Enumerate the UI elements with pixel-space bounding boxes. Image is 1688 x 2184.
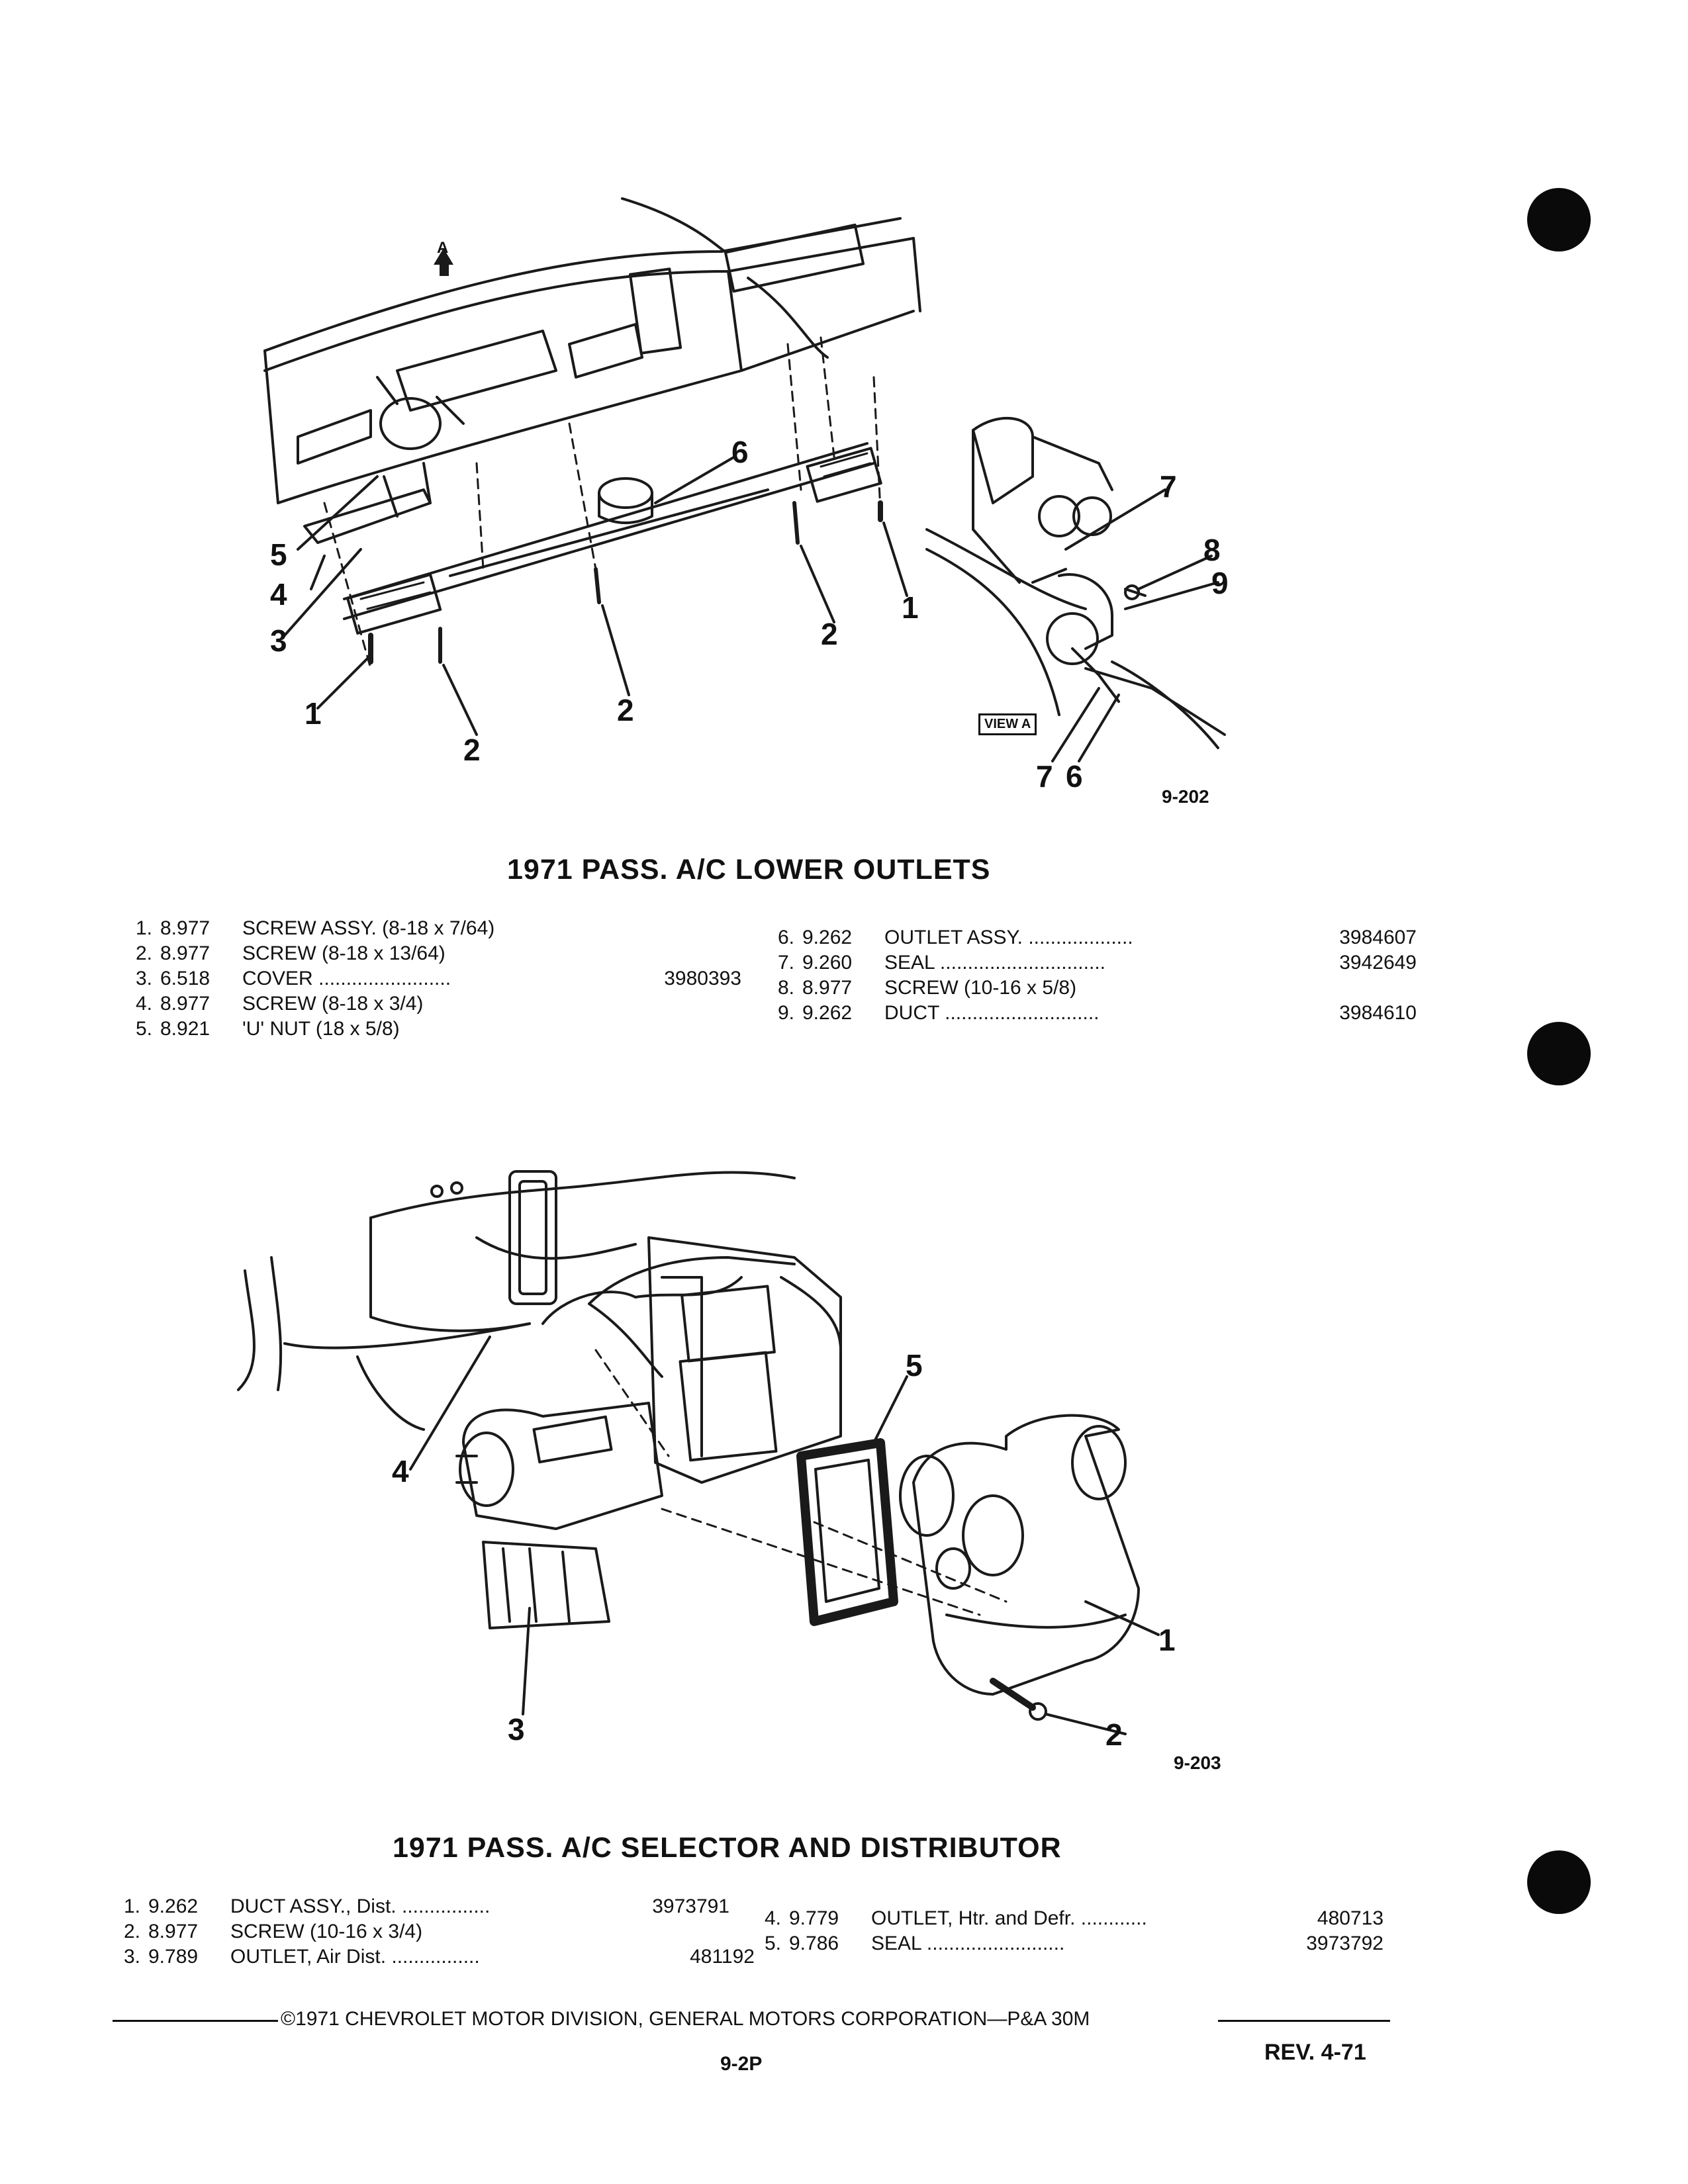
callout-1b: 1: [902, 590, 919, 625]
page-number: 9-2P: [720, 2053, 763, 2075]
callout-2b: 2: [617, 693, 634, 727]
punch-hole-bottom: [1527, 1850, 1591, 1914]
callout-3: 3: [270, 623, 287, 658]
callout-8: 8: [1203, 533, 1221, 567]
callout-2: 2: [1105, 1717, 1123, 1752]
callout-6: 6: [731, 435, 749, 469]
section-title-lower-outlets: 1971 PASS. A/C LOWER OUTLETS: [507, 854, 991, 886]
callout-9: 9: [1211, 566, 1229, 600]
callout-7b: 7: [1036, 759, 1053, 794]
figure-number-bottom: 9-203: [1174, 1752, 1221, 1773]
callout-1: 1: [1158, 1623, 1176, 1657]
view-a-tag: VIEW A: [978, 713, 1037, 735]
callout-3: 3: [508, 1712, 525, 1747]
callout-1: 1: [305, 696, 322, 731]
callout-4: 4: [270, 577, 287, 612]
section-title-selector-distributor: 1971 PASS. A/C SELECTOR AND DISTRIBUTOR: [393, 1832, 1062, 1864]
callout-7: 7: [1160, 469, 1177, 504]
figure-number-top: 9-202: [1162, 786, 1209, 807]
view-marker-a: A: [437, 239, 449, 257]
callout-6b: 6: [1066, 759, 1083, 794]
callout-4: 4: [392, 1454, 409, 1488]
callout-2: 2: [463, 733, 481, 767]
revision-label: REV. 4-71: [1264, 2040, 1366, 2065]
footer-rule-left: [113, 2020, 278, 2022]
parts-row: 5.8.921'U' NUT (18 x 5/8): [135, 1018, 400, 1040]
callout-5: 5: [906, 1348, 923, 1383]
copyright-line: ©1971 CHEVROLET MOTOR DIVISION, GENERAL …: [281, 2008, 1090, 2030]
punch-hole-middle: [1527, 1022, 1591, 1085]
callout-5: 5: [270, 537, 287, 572]
callout-2c: 2: [821, 617, 838, 651]
punch-hole-top: [1527, 188, 1591, 251]
footer-rule-right: [1218, 2020, 1390, 2022]
